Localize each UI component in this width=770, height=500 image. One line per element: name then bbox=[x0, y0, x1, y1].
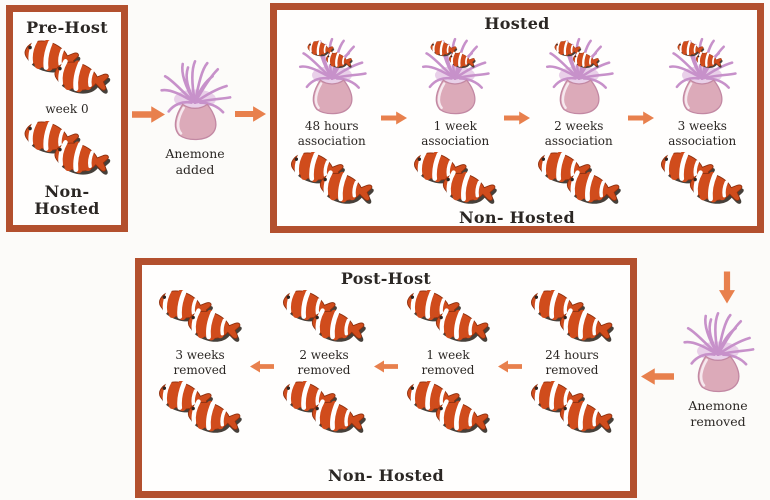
post-host-stages-row: 3 weeks removed 2 weeks removed 1 week bbox=[150, 290, 622, 466]
hosted-stage-48-hours: 48 hours association bbox=[283, 35, 381, 208]
stage-label: 24 hours removed bbox=[545, 348, 599, 379]
stage-label-line1: 48 hours bbox=[304, 118, 359, 133]
anemone-removed-group: Anemone removed bbox=[670, 309, 766, 431]
pre-host-panel: Pre-Host week 0 Non- Hosted bbox=[6, 5, 128, 232]
post-host-bottom-label: Non- Hosted bbox=[328, 466, 444, 485]
anemone-with-fish-icon bbox=[293, 35, 371, 117]
clownfish-pair-icon bbox=[402, 381, 494, 437]
stage-label-line2: association bbox=[668, 134, 737, 149]
stage-label-line1: 1 week bbox=[433, 118, 477, 133]
anemone-removed-label: Anemone removed bbox=[670, 398, 766, 431]
arrow-right-icon bbox=[381, 111, 407, 125]
anemone-added-line1: Anemone bbox=[165, 146, 225, 161]
hosted-bottom-label: Non- Hosted bbox=[459, 207, 575, 227]
anemone-added-line2: added bbox=[175, 162, 215, 178]
stage-label: 1 week association bbox=[421, 119, 489, 150]
clownfish-pair-icon bbox=[154, 381, 246, 437]
clownfish-pair-icon bbox=[278, 381, 370, 437]
clownfish-pair-icon bbox=[19, 121, 115, 179]
clownfish-pair-icon bbox=[402, 290, 494, 346]
hosted-stage-1-week: 1 week association bbox=[407, 35, 505, 208]
post-stage-1-week: 1 week removed bbox=[398, 290, 498, 466]
clownfish-pair-icon bbox=[19, 40, 115, 98]
stage-label-line1: 24 hours bbox=[545, 347, 599, 362]
clownfish-pair-icon bbox=[409, 152, 501, 208]
stage-label-line1: 2 weeks bbox=[554, 118, 604, 133]
anemone-with-fish-icon bbox=[663, 35, 741, 117]
post-stage-2-weeks: 2 weeks removed bbox=[274, 290, 374, 466]
anemone-icon bbox=[677, 309, 759, 395]
stage-label: 3 weeks removed bbox=[173, 348, 226, 379]
stage-label-line2: removed bbox=[421, 363, 475, 378]
pre-host-title: Pre-Host bbox=[26, 18, 108, 37]
stage-label-line1: 2 weeks bbox=[299, 347, 349, 362]
clownfish-pair-icon bbox=[656, 152, 748, 208]
arrow-left-icon bbox=[250, 360, 274, 373]
arrow-down-icon bbox=[719, 272, 736, 304]
anemone-added-label: Anemone added bbox=[147, 146, 243, 179]
post-stage-3-weeks: 3 weeks removed bbox=[150, 290, 250, 466]
arrow-right-icon bbox=[504, 111, 530, 125]
clownfish-pair-icon bbox=[286, 152, 378, 208]
stage-label: 1 week removed bbox=[421, 348, 474, 379]
post-stage-24-hours: 24 hours removed bbox=[522, 290, 622, 466]
anemone-with-fish-icon bbox=[416, 35, 494, 117]
stage-label-line2: removed bbox=[297, 363, 351, 378]
clownfish-pair-icon bbox=[154, 290, 246, 346]
arrow-left-icon bbox=[641, 368, 674, 385]
post-host-panel: Post-Host 3 weeks removed 2 weeks remove… bbox=[135, 258, 637, 498]
anemone-icon bbox=[154, 57, 236, 143]
stage-label: 48 hours association bbox=[298, 119, 366, 150]
clownfish-pair-icon bbox=[278, 290, 370, 346]
stage-label-line2: association bbox=[421, 134, 490, 149]
anemone-removed-line1: Anemone bbox=[688, 398, 748, 413]
anemone-added-group: Anemone added bbox=[147, 57, 243, 179]
clownfish-pair-icon bbox=[533, 152, 625, 208]
stage-label-line2: association bbox=[544, 134, 613, 149]
anemone-removed-line2: removed bbox=[690, 414, 746, 430]
anemone-with-fish-icon bbox=[540, 35, 618, 117]
arrow-left-icon bbox=[498, 360, 522, 373]
arrow-right-icon bbox=[235, 106, 266, 122]
pre-host-bottom-label: Non- Hosted bbox=[34, 181, 100, 219]
week-zero-label: week 0 bbox=[45, 101, 89, 116]
stage-label-line1: 3 weeks bbox=[677, 118, 727, 133]
arrow-left-icon bbox=[374, 360, 398, 373]
hosted-title: Hosted bbox=[484, 14, 550, 33]
stage-label: 2 weeks removed bbox=[297, 348, 350, 379]
post-host-title: Post-Host bbox=[340, 269, 432, 288]
stage-label-line1: 3 weeks bbox=[175, 347, 225, 362]
clownfish-pair-icon bbox=[526, 381, 618, 437]
arrow-right-icon bbox=[628, 111, 654, 125]
stage-label-line2: removed bbox=[545, 363, 599, 378]
stage-label-line1: 1 week bbox=[426, 347, 470, 362]
stage-label: 2 weeks association bbox=[545, 119, 613, 150]
stage-label-line2: association bbox=[297, 134, 366, 149]
hosted-panel: Hosted 48 hours association 1 week assoc… bbox=[270, 3, 764, 233]
stage-label-line2: removed bbox=[173, 363, 227, 378]
hosted-stage-3-weeks: 3 weeks association bbox=[654, 35, 752, 208]
hosted-stages-row: 48 hours association 1 week association … bbox=[283, 35, 751, 208]
stage-label: 3 weeks association bbox=[668, 119, 736, 150]
clownfish-pair-icon bbox=[526, 290, 618, 346]
hosted-stage-2-weeks: 2 weeks association bbox=[530, 35, 628, 208]
